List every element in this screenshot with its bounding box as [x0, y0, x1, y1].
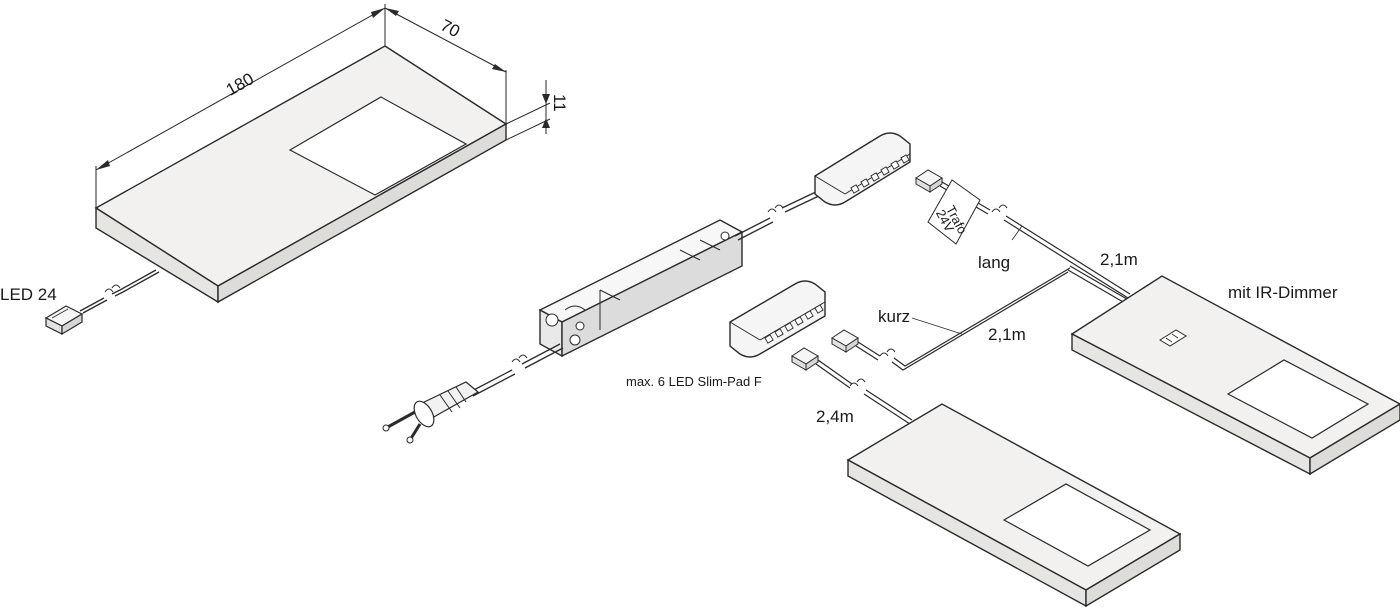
length-lang-label: 2,1m: [1100, 250, 1138, 269]
distributor-max-label: max. 6 LED Slim-Pad F: [626, 374, 762, 389]
led24-label: LED 24: [0, 285, 57, 304]
led-panel-bottom: [846, 403, 1182, 607]
distributor-bottom-sockets: [764, 304, 824, 344]
ir-panel-window: [1226, 359, 1370, 439]
connector-plug-icon: [44, 305, 84, 336]
panel-window: [288, 96, 468, 196]
led-panel-ir-dimmer: [1070, 275, 1400, 476]
length-24-label: 2,4m: [816, 407, 854, 426]
cable-24: [815, 359, 913, 425]
kurz-label: kurz: [878, 307, 910, 326]
distributor-top-sockets: [850, 154, 910, 194]
trafo-tag: Trafo 24V: [927, 179, 981, 245]
cable-lang: [991, 204, 1133, 307]
connector-24-icon: [791, 347, 819, 371]
dim-180-label: 180: [223, 69, 257, 99]
ir-dimmer-label: mit IR-Dimmer: [1228, 283, 1338, 302]
euro-plug-icon: [382, 381, 480, 444]
bottom-panel-right-side: [1085, 532, 1181, 607]
led24-cable: [79, 269, 160, 314]
cable-kurz: [855, 267, 1071, 371]
length-kurz-label: 2,1m: [988, 325, 1026, 344]
mains-cable: [469, 343, 564, 397]
ir-panel-right-side: [1309, 403, 1400, 476]
led-panel-top: [94, 45, 508, 304]
dimension-11: 11: [505, 80, 569, 141]
ir-sensor-icon: [1159, 329, 1187, 347]
connector-kurz-icon: [831, 329, 859, 353]
transformer: [538, 219, 744, 358]
dim-11-label: 11: [550, 94, 569, 112]
connector-top-icon: [915, 169, 943, 193]
cable-transformer-distributor: [734, 189, 824, 241]
distributor-top: [814, 132, 911, 206]
distributor-bottom: [729, 280, 826, 358]
lang-label: lang: [978, 253, 1010, 272]
bottom-panel-window: [1002, 483, 1152, 567]
